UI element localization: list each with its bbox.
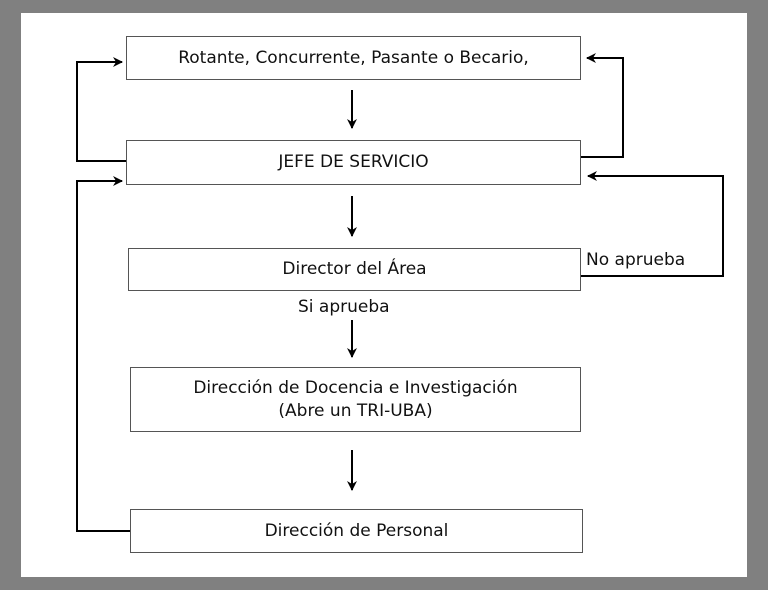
arrow-personal-back-to-jefe	[76, 176, 130, 532]
box-rotante: Rotante, Concurrente, Pasante o Becario,	[126, 36, 581, 80]
box-docencia-line2: (Abre un TRI-UBA)	[278, 400, 433, 421]
diagram-canvas	[21, 13, 747, 577]
box-jefe-text: JEFE DE SERVICIO	[278, 152, 429, 173]
arrow-jefe-back-to-rotante-right	[581, 53, 624, 158]
box-personal: Dirección de Personal	[130, 509, 583, 553]
label-no-aprueba: No aprueba	[586, 250, 686, 270]
box-director-text: Director del Área	[282, 259, 427, 280]
label-si-aprueba: Si aprueba	[298, 297, 390, 317]
box-rotante-text: Rotante, Concurrente, Pasante o Becario,	[178, 47, 529, 68]
box-personal-text: Dirección de Personal	[264, 520, 449, 541]
arrow-director-back-to-jefe	[581, 171, 724, 277]
box-docencia-line1: Dirección de Docencia e Investigación	[193, 377, 518, 398]
arrow-jefe-back-to-rotante-left	[76, 57, 128, 162]
box-jefe-de-servicio: JEFE DE SERVICIO	[126, 140, 581, 185]
box-docencia: Dirección de Docencia e Investigación (A…	[130, 367, 581, 432]
box-director-del-area: Director del Área	[128, 248, 581, 291]
